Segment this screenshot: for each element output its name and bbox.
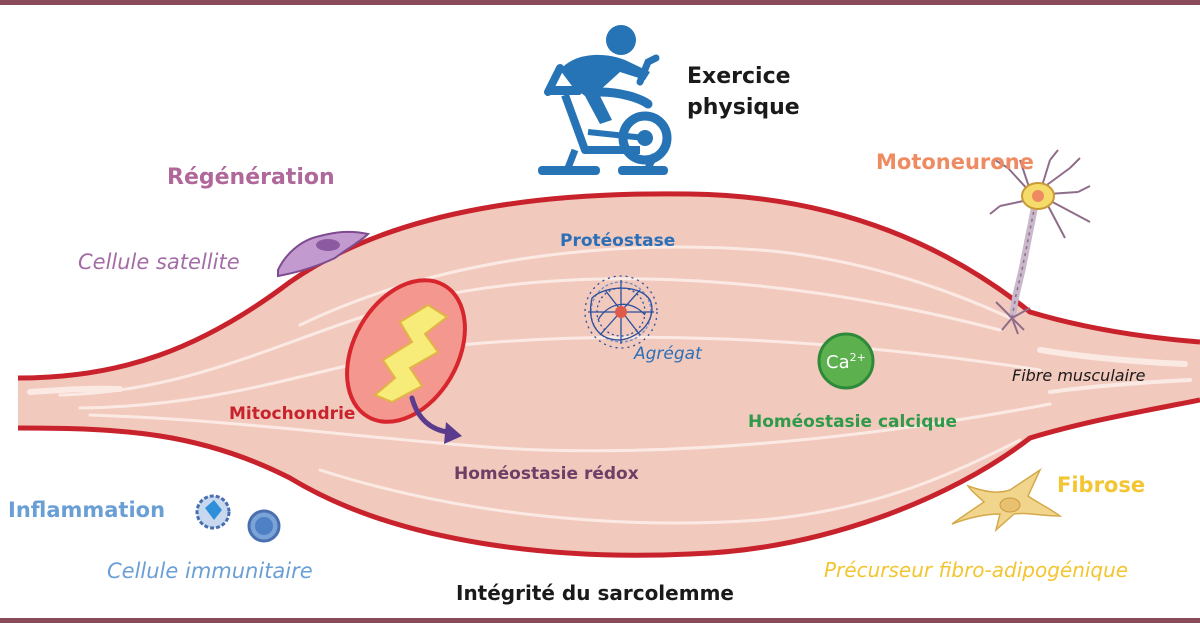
immune-cell-icon	[195, 494, 281, 543]
exercise-label-line1: Exercice	[687, 64, 791, 89]
proteostasis-label: Protéostase	[560, 231, 676, 251]
regeneration-label: Régénération	[167, 165, 335, 190]
redox-arrow-head	[444, 422, 462, 444]
fibroblast-icon	[951, 467, 1063, 533]
muscle-fiber-label: Fibre musculaire	[1012, 366, 1146, 385]
calcium-homeostasis-label: Homéostasie calcique	[748, 412, 958, 432]
top-border	[0, 0, 1200, 5]
aggregate-label: Agrégat	[634, 344, 702, 364]
exercise-label-line2: physique	[687, 95, 800, 120]
calcium-ion-icon	[817, 332, 875, 390]
redox-arrow	[409, 395, 451, 435]
redox-label: Homéostasie rédox	[454, 464, 639, 484]
sarcolemma-lower-outline	[17, 397, 1200, 558]
mitochondrion-icon	[345, 278, 467, 424]
satellite-cell-icon	[277, 230, 370, 278]
inflammation-label: Inflammation	[8, 498, 166, 522]
fibrosis-label: Fibrose	[1057, 473, 1146, 497]
exercise-bike-icon	[538, 25, 672, 175]
sarcolemma-upper-outline	[17, 191, 1200, 381]
fap-label: Précurseur fibro-adipogénique	[824, 558, 1129, 582]
protein-aggregate-icon	[584, 275, 658, 349]
muscle-fiber-body	[18, 193, 1200, 556]
mitochondria-label: Mitochondrie	[229, 404, 356, 424]
calcium-symbol-text: Ca	[826, 352, 850, 373]
neuron-icon	[989, 149, 1091, 335]
calcium-symbol: Ca2+	[826, 352, 866, 372]
bottom-border	[0, 618, 1200, 623]
calcium-charge: 2+	[849, 351, 866, 364]
motoneuron-label: Motoneurone	[876, 150, 1034, 174]
satellite-cell-label: Cellule satellite	[78, 250, 240, 274]
immune-cell-label: Cellule immunitaire	[107, 559, 313, 583]
sarcolemma-label: Intégrité du sarcolemme	[456, 581, 734, 605]
